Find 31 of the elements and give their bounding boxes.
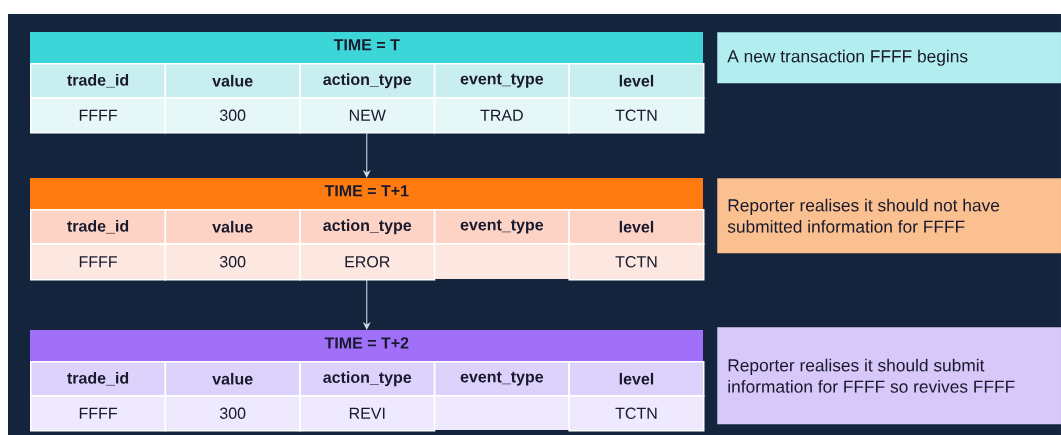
table-cell: trade_id [30, 63, 167, 99]
table-cell: FFFF [30, 243, 167, 281]
table-cell: level [568, 63, 705, 99]
table-cell: level [568, 361, 705, 397]
table-cell: TCTN [568, 395, 705, 432]
table-cell: action_type [299, 361, 436, 397]
table-cell: action_type [299, 209, 436, 245]
table-cell: FFFF [30, 97, 167, 134]
table-cell: TCTN [568, 243, 705, 281]
note-box: A new transaction FFFF begins [717, 32, 1061, 84]
table-cell: trade_id [30, 361, 167, 397]
table-cell: event_type [433, 63, 570, 99]
table-cell: value [164, 63, 301, 99]
table-cell: level [568, 209, 705, 245]
table-cell: EROR [299, 243, 436, 281]
table-cell: event_type [433, 209, 570, 245]
table-cell: 300 [164, 97, 301, 134]
table-cell: TRAD [433, 97, 570, 134]
table-cell: TCTN [568, 97, 705, 134]
table-cell: NEW [299, 97, 436, 134]
table-cell: event_type [433, 361, 570, 397]
note-box: Reporter realises it should not have submitted information for FFFF [717, 178, 1061, 254]
note-box: Reporter realises it should submit information for FFFF so revives FFFF [717, 327, 1061, 425]
table-cell: REVI [299, 395, 436, 432]
table-cell: value [164, 209, 301, 245]
table-cell: value [164, 361, 301, 397]
table-cell: FFFF [30, 395, 167, 432]
table-cell: 300 [164, 395, 301, 432]
table-cell: trade_id [30, 209, 167, 245]
table-cell: 300 [164, 243, 301, 281]
table-cell: action_type [299, 63, 436, 99]
